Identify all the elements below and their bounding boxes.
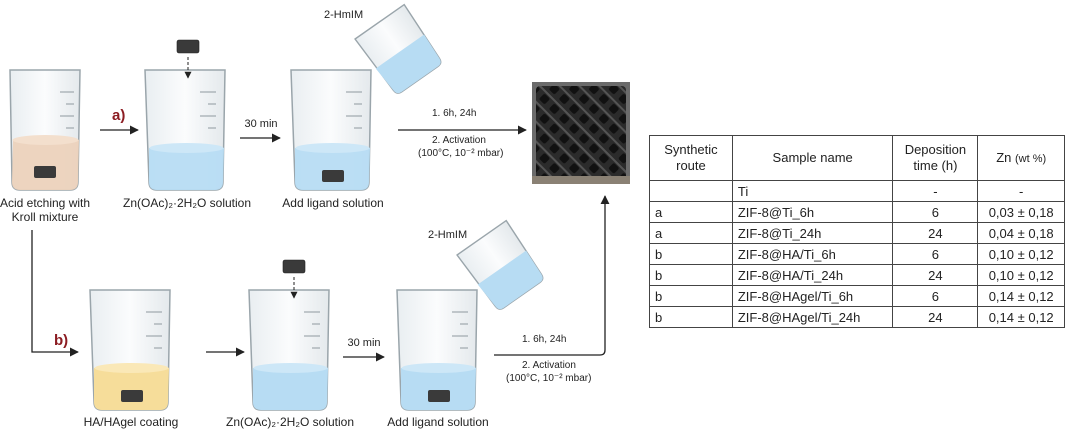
arrow-bottom-final: [494, 195, 610, 356]
table-row: a ZIF-8@Ti_24h 24 0,04 ± 0,18: [649, 222, 1065, 244]
ligand-label-bottom: 2-HmIM: [428, 229, 467, 241]
table-header-row: Synthetic route Sample name Deposition t…: [649, 135, 1065, 181]
table-row: b ZIF-8@HA/Ti_24h 24 0,10 ± 0,12: [649, 264, 1065, 286]
cell-sample-name: ZIF-8@HAgel/Ti_24h: [731, 306, 894, 328]
cell-sample-name: ZIF-8@HA/Ti_24h: [731, 264, 894, 286]
final-line3-bottom: (100°C, 10⁻² mbar): [506, 373, 591, 384]
pouring-beaker-top: [354, 3, 442, 94]
route-b-label: b): [54, 332, 68, 349]
beaker-zinc-solution-top: [144, 69, 226, 191]
cell-zn: 0,10 ± 0,12: [977, 264, 1065, 286]
cell-zn: 0,14 ± 0,12: [977, 306, 1065, 328]
step2-label-bottom: Zn(OAc)₂·2H₂O solution: [226, 415, 354, 429]
beaker-acid-etching: [9, 69, 81, 191]
header-synthetic-route: Synthetic route: [649, 135, 733, 181]
table-row: Ti - -: [649, 180, 1065, 202]
step1-label-bottom: HA/HAgel coating: [84, 415, 179, 429]
cell-zn: 0,03 ± 0,18: [977, 201, 1065, 223]
table-row: b ZIF-8@HAgel/Ti_6h 6 0,14 ± 0,12: [649, 285, 1065, 307]
falling-sample-top: [176, 39, 200, 54]
table-row: b ZIF-8@HAgel/Ti_24h 24 0,14 ± 0,12: [649, 306, 1065, 328]
ligand-label-top: 2-HmIM: [324, 9, 363, 21]
header-deposition-time: Deposition time (h): [892, 135, 979, 181]
step1-label: Acid etching with: [0, 196, 90, 210]
cell-time: 24: [892, 264, 979, 286]
final-line3-top: (100°C, 10⁻² mbar): [418, 148, 503, 159]
cell-zn: 0,04 ± 0,18: [977, 222, 1065, 244]
cell-route: [649, 180, 733, 202]
final-line1-bottom: 1. 6h, 24h: [522, 334, 566, 345]
beaker-zinc-solution-bottom: [248, 289, 330, 411]
cell-zn: 0,10 ± 0,12: [977, 243, 1065, 265]
final-line2-top: 2. Activation: [432, 135, 486, 146]
cell-time: 24: [892, 222, 979, 244]
table-row: b ZIF-8@HA/Ti_6h 6 0,10 ± 0,12: [649, 243, 1065, 265]
cell-time: 6: [892, 243, 979, 265]
header-sample-name: Sample name: [731, 135, 894, 181]
cell-zn: 0,14 ± 0,12: [977, 285, 1065, 307]
ti-sample: [34, 166, 56, 178]
cell-zn: -: [977, 180, 1065, 202]
cell-sample-name: ZIF-8@Ti_24h: [731, 222, 894, 244]
pouring-beaker-bottom: [456, 219, 544, 310]
ti-scaffold-image: [532, 82, 630, 184]
cell-sample-name: ZIF-8@Ti_6h: [731, 201, 894, 223]
composition-table: Synthetic route Sample name Deposition t…: [649, 135, 1065, 328]
cell-route: b: [649, 306, 733, 328]
cell-route: a: [649, 201, 733, 223]
cell-sample-name: Ti: [731, 180, 894, 202]
step3-label-bottom: Add ligand solution: [387, 415, 488, 429]
step3-label: Add ligand solution: [282, 196, 383, 210]
cell-sample-name: ZIF-8@HA/Ti_6h: [731, 243, 894, 265]
cell-time: 24: [892, 306, 979, 328]
final-line2-bottom: 2. Activation: [522, 360, 576, 371]
table-row: a ZIF-8@Ti_6h 6 0,03 ± 0,18: [649, 201, 1065, 223]
header-zn: Zn (wt %): [977, 135, 1065, 181]
final-line1-top: 1. 6h, 24h: [432, 108, 476, 119]
arrow-route-b: [31, 230, 79, 357]
composition-table-container: Synthetic route Sample name Deposition t…: [649, 135, 1065, 328]
falling-sample-bottom: [282, 259, 306, 274]
cell-route: b: [649, 264, 733, 286]
cell-route: b: [649, 243, 733, 265]
step2-label: Zn(OAc)₂·2H₂O solution: [123, 196, 251, 210]
etch-liquid: [12, 140, 79, 190]
step1-label-line2: Kroll mixture: [12, 210, 79, 224]
cell-time: 6: [892, 201, 979, 223]
beaker-ha-coating: [89, 289, 171, 411]
route-a-label: a): [112, 107, 125, 124]
time-label-bottom: 30 min: [347, 337, 380, 349]
beaker-add-ligand-bottom: [396, 289, 478, 411]
cell-sample-name: ZIF-8@HAgel/Ti_6h: [731, 285, 894, 307]
time-label-top: 30 min: [244, 118, 277, 130]
cell-route: a: [649, 222, 733, 244]
beaker-add-ligand-top: [290, 69, 372, 191]
cell-route: b: [649, 285, 733, 307]
cell-time: -: [892, 180, 979, 202]
cell-time: 6: [892, 285, 979, 307]
